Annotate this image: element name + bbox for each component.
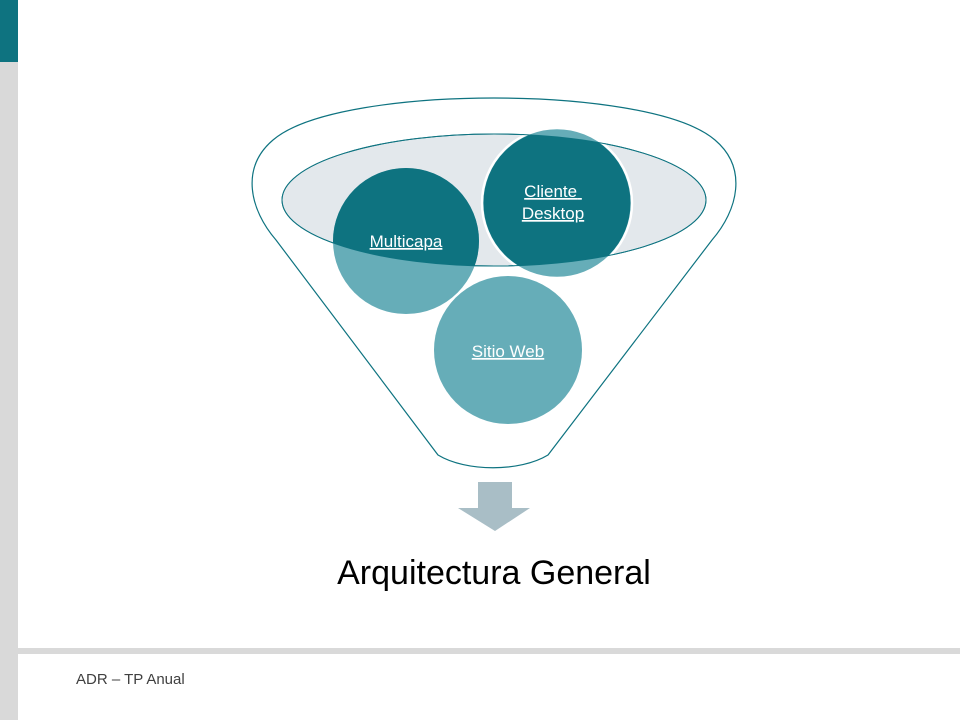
footer-divider — [18, 648, 960, 654]
sitio-web-circle[interactable] — [434, 276, 582, 424]
left-sidebar-bar — [0, 0, 18, 720]
funnel-rim-outline — [281, 133, 707, 267]
cliente-desktop-circle-inner — [483, 134, 631, 266]
cliente-desktop-label-line1: Cliente — [524, 182, 577, 201]
cliente-desktop-label[interactable]: Cliente Desktop — [522, 182, 584, 223]
footer-text: ADR – TP Anual — [76, 671, 185, 688]
multicapa-label[interactable]: Multicapa — [370, 232, 443, 251]
cliente-desktop-label-line2: Desktop — [522, 204, 584, 223]
sitio-web-label[interactable]: Sitio Web — [472, 342, 544, 361]
down-arrow-icon — [458, 482, 530, 531]
result-label: Arquitectura General — [337, 554, 651, 592]
multicapa-circle-inner — [333, 168, 479, 266]
left-accent-block — [0, 0, 18, 62]
